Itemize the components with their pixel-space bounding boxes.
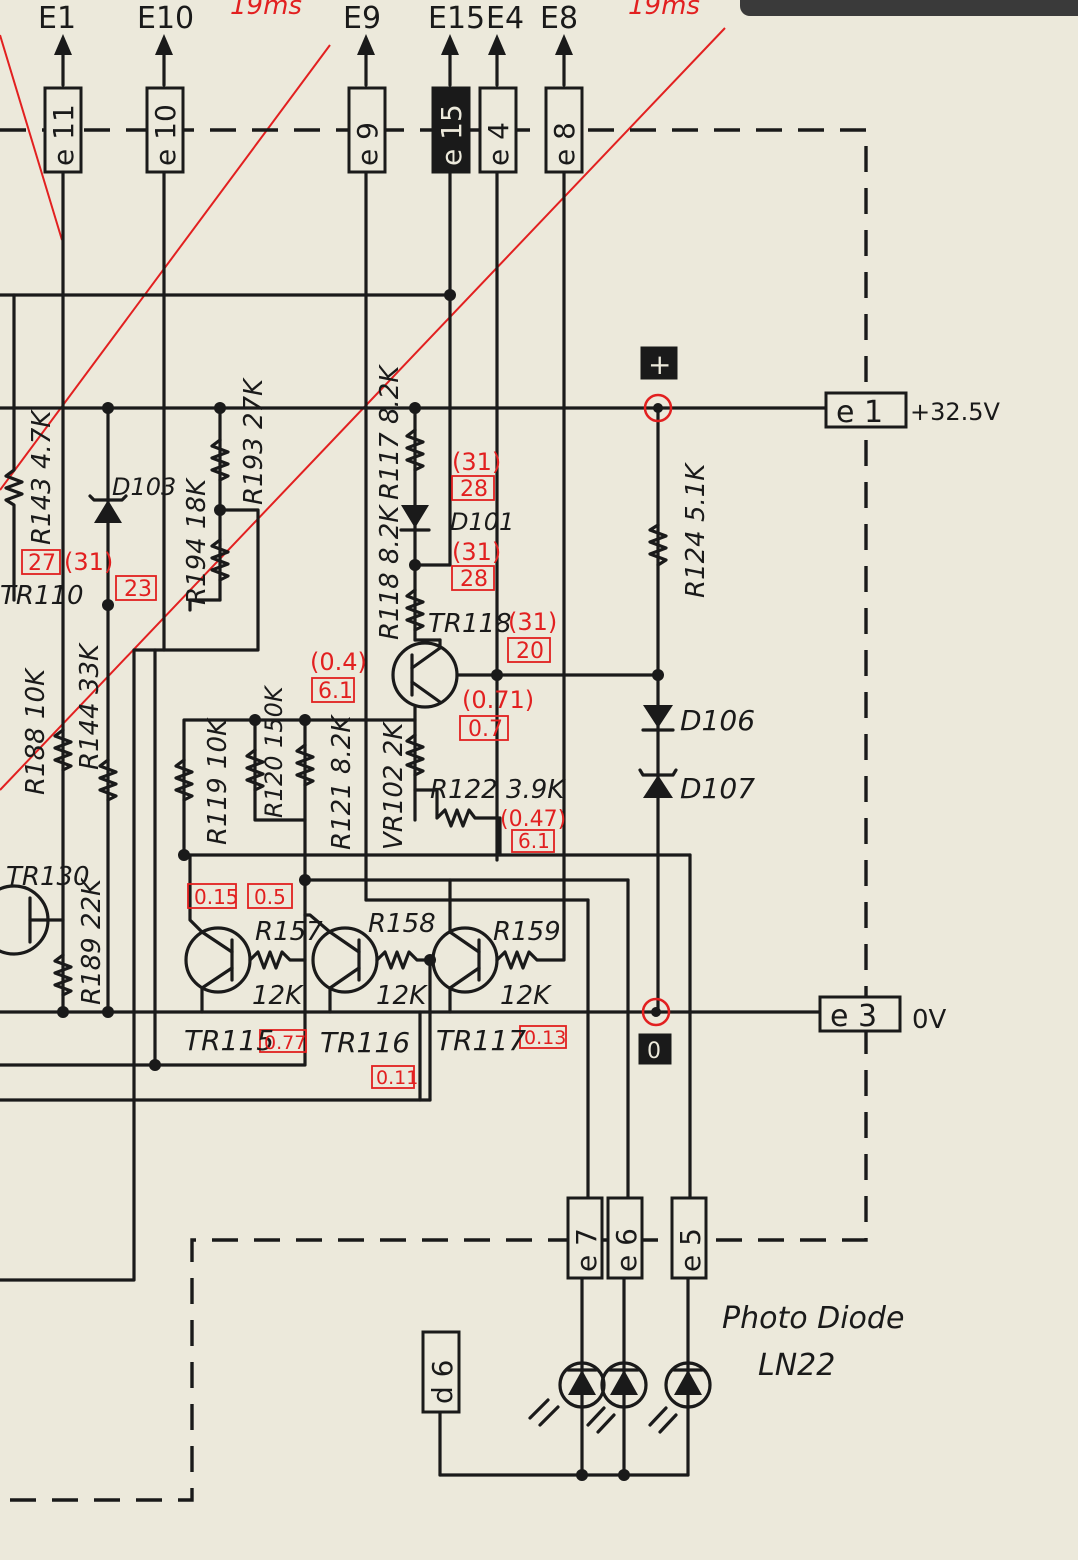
v-04: (0.4)	[310, 648, 367, 676]
wiring	[0, 170, 828, 1477]
output-arrows	[54, 34, 573, 87]
label-d101: D101	[450, 508, 514, 536]
label-e9: E9	[343, 1, 381, 36]
label-d103: D103	[112, 473, 176, 501]
label-r117: R117 8.2K	[375, 364, 405, 500]
label-tr117: TR117	[436, 1024, 526, 1057]
v-071: (0.71)	[462, 686, 534, 714]
label-r122: R122 3.9K	[430, 775, 566, 805]
conn-e8: e 8	[548, 122, 581, 166]
conn-e6: e 6	[610, 1228, 643, 1272]
v-015: 0.15	[194, 885, 239, 909]
v-31b: (31)	[452, 538, 501, 566]
v-28b: 28	[460, 567, 488, 592]
conn-e15: e 15	[435, 104, 468, 166]
v-20: 20	[516, 639, 544, 664]
board-outline	[0, 128, 868, 1502]
rail-terminals	[638, 346, 678, 1065]
conn-d6: d 6	[426, 1360, 459, 1405]
label-tr130: TR130	[6, 862, 90, 892]
timing-label-1: 19ms	[230, 0, 302, 21]
label-r121: R121 8.2K	[327, 714, 357, 850]
label-e4: E4	[486, 1, 524, 36]
label-r159-value: 12K	[500, 981, 552, 1011]
conn-e10: e 10	[149, 104, 182, 166]
conn-e4: e 4	[482, 122, 515, 166]
conn-e3: e 3	[830, 999, 877, 1034]
label-photo-diode: Photo Diode	[722, 1301, 904, 1336]
label-d106: D106	[680, 704, 755, 737]
v-28a: 28	[460, 477, 488, 502]
v-61a: 6.1	[318, 679, 353, 704]
label-r143: R143 4.7K	[27, 409, 57, 545]
label-r144: R144 33K	[75, 642, 105, 770]
voltage-annotations: (31) 28 (31) 28 (31) 20 (0.4) 6.1 (0.71)…	[28, 448, 566, 1089]
conn-e5: e 5	[674, 1228, 707, 1272]
conn-e1: e 1	[836, 395, 883, 430]
connector-labels: e 11 e 10 e 9 e 15 e 4 e 8 e 1 e 3 e 7 e…	[47, 104, 883, 1404]
label-r193: R193 27K	[239, 377, 269, 505]
connector-boxes	[43, 86, 908, 1414]
v-31c: (31)	[508, 608, 557, 636]
v-31d: (31)	[64, 548, 113, 576]
v-61b: 6.1	[518, 829, 550, 853]
label-r157-value: 12K	[252, 981, 304, 1011]
junction-dots	[57, 289, 664, 1481]
label-ln22: LN22	[758, 1348, 835, 1383]
corner-shadow	[740, 0, 1078, 16]
label-r119: R119 10K	[203, 717, 233, 845]
label-r188: R188 10K	[21, 667, 51, 795]
label-e8: E8	[540, 1, 578, 36]
component-labels: R143 4.7K D103 R193 27K R194 18K R117 8.…	[0, 364, 904, 1383]
zero-symbol: 0	[647, 1039, 661, 1064]
label-e1: E1	[38, 1, 76, 36]
label-r194: R194 18K	[182, 477, 212, 605]
timing-label-2: 19ms	[628, 0, 700, 21]
label-vr102: VR102 2K	[379, 721, 409, 850]
conn-e11: e 11	[47, 104, 80, 166]
conn-e9: e 9	[351, 122, 384, 166]
label-d107: D107	[680, 772, 755, 805]
v-05: 0.5	[254, 885, 286, 909]
v-27: 27	[28, 551, 56, 576]
conn-e7: e 7	[570, 1228, 603, 1272]
v-047: (0.47)	[500, 807, 566, 832]
red-value-boxes	[21, 475, 567, 1089]
plus-symbol: +	[648, 348, 671, 381]
v-23: 23	[124, 577, 152, 602]
label-r158-value: 12K	[376, 981, 428, 1011]
v-31a: (31)	[452, 448, 501, 476]
label-r124: R124 5.1K	[681, 462, 711, 598]
label-e10: E10	[137, 1, 194, 36]
label-e15: E15	[428, 1, 485, 36]
rail-labels: + +32.5V 0 0V	[647, 348, 1001, 1064]
label-tr110: TR110	[0, 581, 84, 611]
v-013: 0.13	[524, 1027, 566, 1049]
label-tr116: TR116	[320, 1026, 410, 1059]
label-tr115: TR115	[184, 1024, 274, 1057]
label-r157: R157	[255, 917, 323, 947]
top-output-labels: E1 E10 E9 E15 E4 E8 19ms 19ms	[38, 0, 700, 36]
zero-voltage: 0V	[912, 1005, 947, 1035]
label-r118: R118 8.2K	[375, 504, 405, 640]
label-r158: R158	[368, 909, 436, 939]
label-tr118: TR118	[428, 609, 512, 639]
label-r189: R189 22K	[77, 877, 107, 1005]
v-07: 0.7	[468, 717, 503, 742]
v-011: 0.11	[376, 1067, 418, 1089]
plus-voltage: +32.5V	[910, 398, 1001, 426]
v-077: 0.77	[264, 1032, 306, 1054]
label-r159: R159	[493, 917, 561, 947]
label-r120: R120 150K	[260, 684, 288, 818]
